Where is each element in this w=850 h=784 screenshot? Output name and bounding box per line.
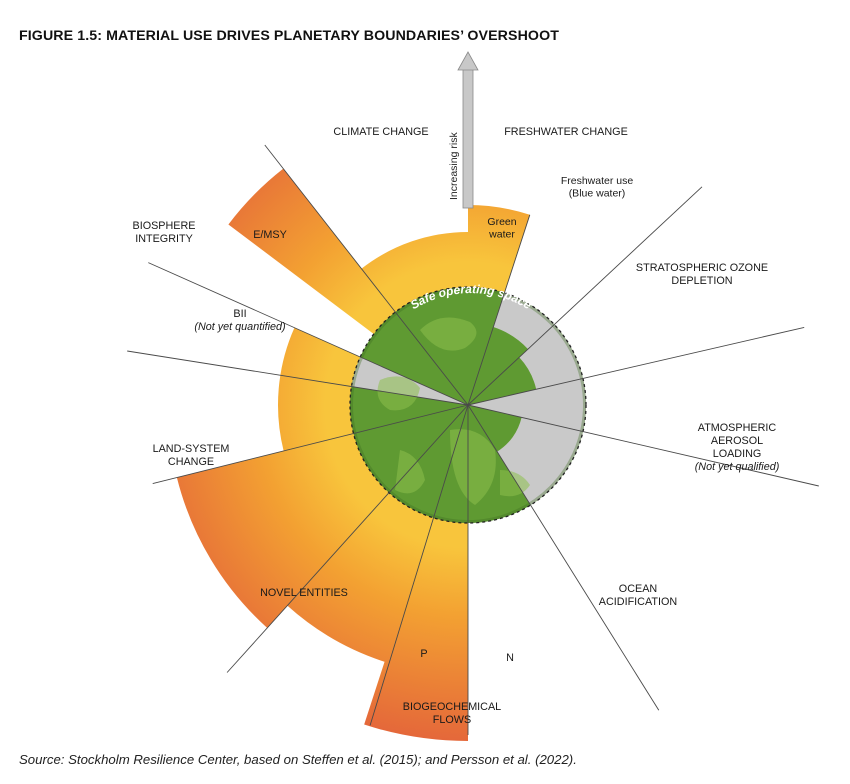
globe-aerosol-grey [468,378,586,432]
axis-ozone [467,326,805,406]
axis-biosphere-upper [264,144,469,406]
axis-freshwater [467,186,703,406]
label-freshwater-use: Freshwater use(Blue water) [561,175,634,200]
label-emsy: E/MSY [253,229,287,241]
axis-green-water [467,214,531,406]
label-climate: CLIMATE CHANGE [333,126,428,138]
axis-novel-lower [226,404,469,673]
figure-title: FIGURE 1.5: MATERIAL USE DRIVES PLANETAR… [19,28,559,44]
land-mass-3 [450,429,496,505]
label-novel: NOVEL ENTITIES [260,587,348,599]
label-p: P [420,648,427,660]
label-freshwater: FRESHWATER CHANGE [504,126,628,138]
arrow-shaft [462,67,474,209]
land-mass-1 [420,317,477,351]
increasing-risk-arrow: Increasing risk [448,51,479,209]
increasing-risk-label: Increasing risk [448,132,460,200]
land-mass-5 [500,470,530,497]
arrow-head [457,51,479,71]
axis-ocean [467,404,660,711]
axis-land-lower [152,404,469,485]
axis-p-lower [369,404,469,726]
globe-ocean-inner [468,405,522,452]
axis-bii-lower [127,350,469,406]
land-mass-2 [377,376,420,411]
land-mass-4 [395,450,425,494]
axis-biosphere-lower [148,262,469,406]
globe-freshwater-inner [468,327,528,405]
figure-source: Source: Stockholm Resilience Center, bas… [19,752,577,767]
label-n: N [506,652,514,664]
safe-boundary-ring [349,286,587,524]
sector-lines [127,144,819,735]
boundary-labels: CLIMATE CHANGE FRESHWATER CHANGE Freshwate… [133,126,780,726]
label-bii: BII(Not yet quantified) [194,308,285,333]
axis-aerosol [467,404,819,487]
